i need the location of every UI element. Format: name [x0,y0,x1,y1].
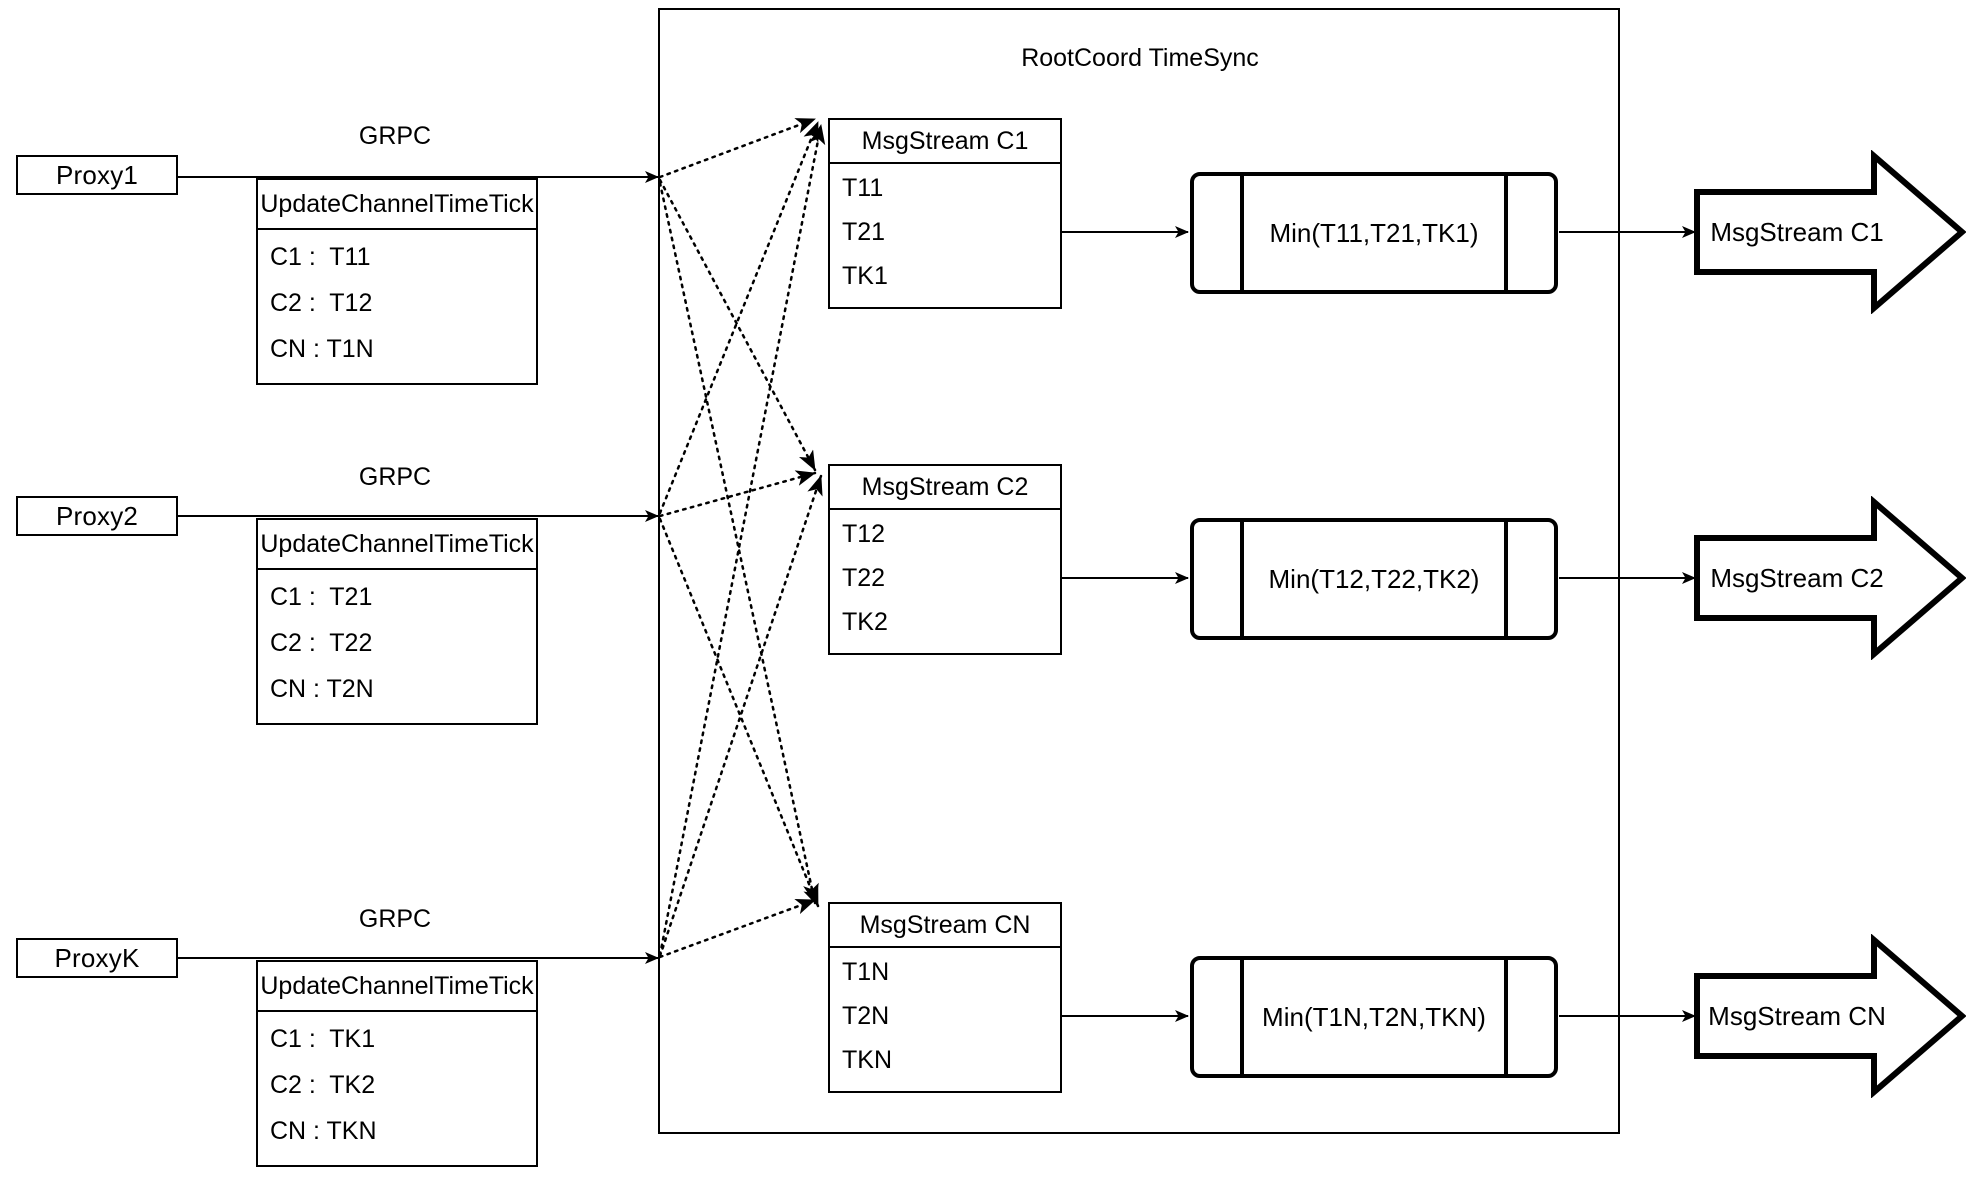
msgstream-body-c2: T12 T22 TK2 [830,510,1060,653]
tick-table-title-2: UpdateChannelTimeTick [258,520,536,570]
process-divider-right [1504,172,1508,294]
tick-value: T21 [842,217,886,246]
grpc-label-k: GRPC [358,905,432,933]
tick-table-title-k: UpdateChannelTimeTick [258,962,536,1012]
tick-row: CN : T1N [270,335,374,364]
min-label-cn: Min(T1N,T2N,TKN) [1262,1001,1486,1032]
tick-row: C2 : TK2 [270,1070,376,1099]
msgstream-table-cn: MsgStream CN T1N T2N TKN [828,902,1062,1093]
msgstream-title-c2: MsgStream C2 [830,466,1060,510]
min-label-c2: Min(T12,T22,TK2) [1268,563,1480,594]
tick-row: C1 : T11 [270,242,371,271]
msgstream-title-cn: MsgStream CN [830,904,1060,948]
grpc-label-1: GRPC [358,122,432,150]
tick-value: T22 [842,563,886,592]
tick-value: T12 [842,519,886,548]
proxy-box-1[interactable]: Proxy1 [16,155,178,195]
grpc-label-2: GRPC [358,463,432,491]
rootcoord-timesync-container [658,8,1620,1134]
min-process-c1: Min(T11,T21,TK1) [1190,172,1558,294]
output-arrow-label-cn: MsgStream CN [1708,1000,1886,1031]
tick-row: CN : TKN [270,1117,377,1146]
msgstream-body-cn: T1N T2N TKN [830,948,1060,1091]
process-divider-right [1504,956,1508,1078]
tick-row: CN : T2N [270,675,374,704]
update-channel-timetick-table-1: UpdateChannelTimeTick C1 : T11 C2 : T12 … [256,178,538,385]
msgstream-title-c1: MsgStream C1 [830,120,1060,164]
msgstream-table-c1: MsgStream C1 T11 T21 TK1 [828,118,1062,309]
min-process-c2: Min(T12,T22,TK2) [1190,518,1558,640]
output-arrow-cn: MsgStream CN [1694,934,1966,1098]
tick-table-body-1: C1 : T11 C2 : T12 CN : T1N [258,230,536,383]
tick-value: TK2 [842,608,888,637]
min-label-c1: Min(T11,T21,TK1) [1269,217,1479,248]
update-channel-timetick-table-2: UpdateChannelTimeTick C1 : T21 C2 : T22 … [256,518,538,725]
tick-value: T1N [842,957,890,986]
container-title: RootCoord TimeSync [1021,44,1259,72]
tick-row: C2 : T22 [270,628,373,657]
output-arrow-label-c1: MsgStream C1 [1710,216,1884,247]
tick-value: T11 [842,173,884,202]
tick-table-body-k: C1 : TK1 C2 : TK2 CN : TKN [258,1012,536,1165]
msgstream-body-c1: T11 T21 TK1 [830,164,1060,307]
output-arrow-c2: MsgStream C2 [1694,496,1966,660]
tick-value: TKN [842,1046,892,1075]
tick-row: C1 : T21 [270,582,373,611]
tick-table-body-2: C1 : T21 C2 : T22 CN : T2N [258,570,536,723]
process-divider-right [1504,518,1508,640]
output-arrow-label-c2: MsgStream C2 [1710,562,1884,593]
proxy-box-2[interactable]: Proxy2 [16,496,178,536]
proxy-box-k[interactable]: ProxyK [16,938,178,978]
tick-row: C1 : TK1 [270,1024,376,1053]
tick-table-title-1: UpdateChannelTimeTick [258,180,536,230]
output-arrow-c1: MsgStream C1 [1694,150,1966,314]
process-divider-left [1240,518,1244,640]
min-process-cn: Min(T1N,T2N,TKN) [1190,956,1558,1078]
tick-row: C2 : T12 [270,288,373,317]
tick-value: T2N [842,1001,890,1030]
process-divider-left [1240,956,1244,1078]
process-divider-left [1240,172,1244,294]
update-channel-timetick-table-k: UpdateChannelTimeTick C1 : TK1 C2 : TK2 … [256,960,538,1167]
msgstream-table-c2: MsgStream C2 T12 T22 TK2 [828,464,1062,655]
tick-value: TK1 [842,262,888,291]
